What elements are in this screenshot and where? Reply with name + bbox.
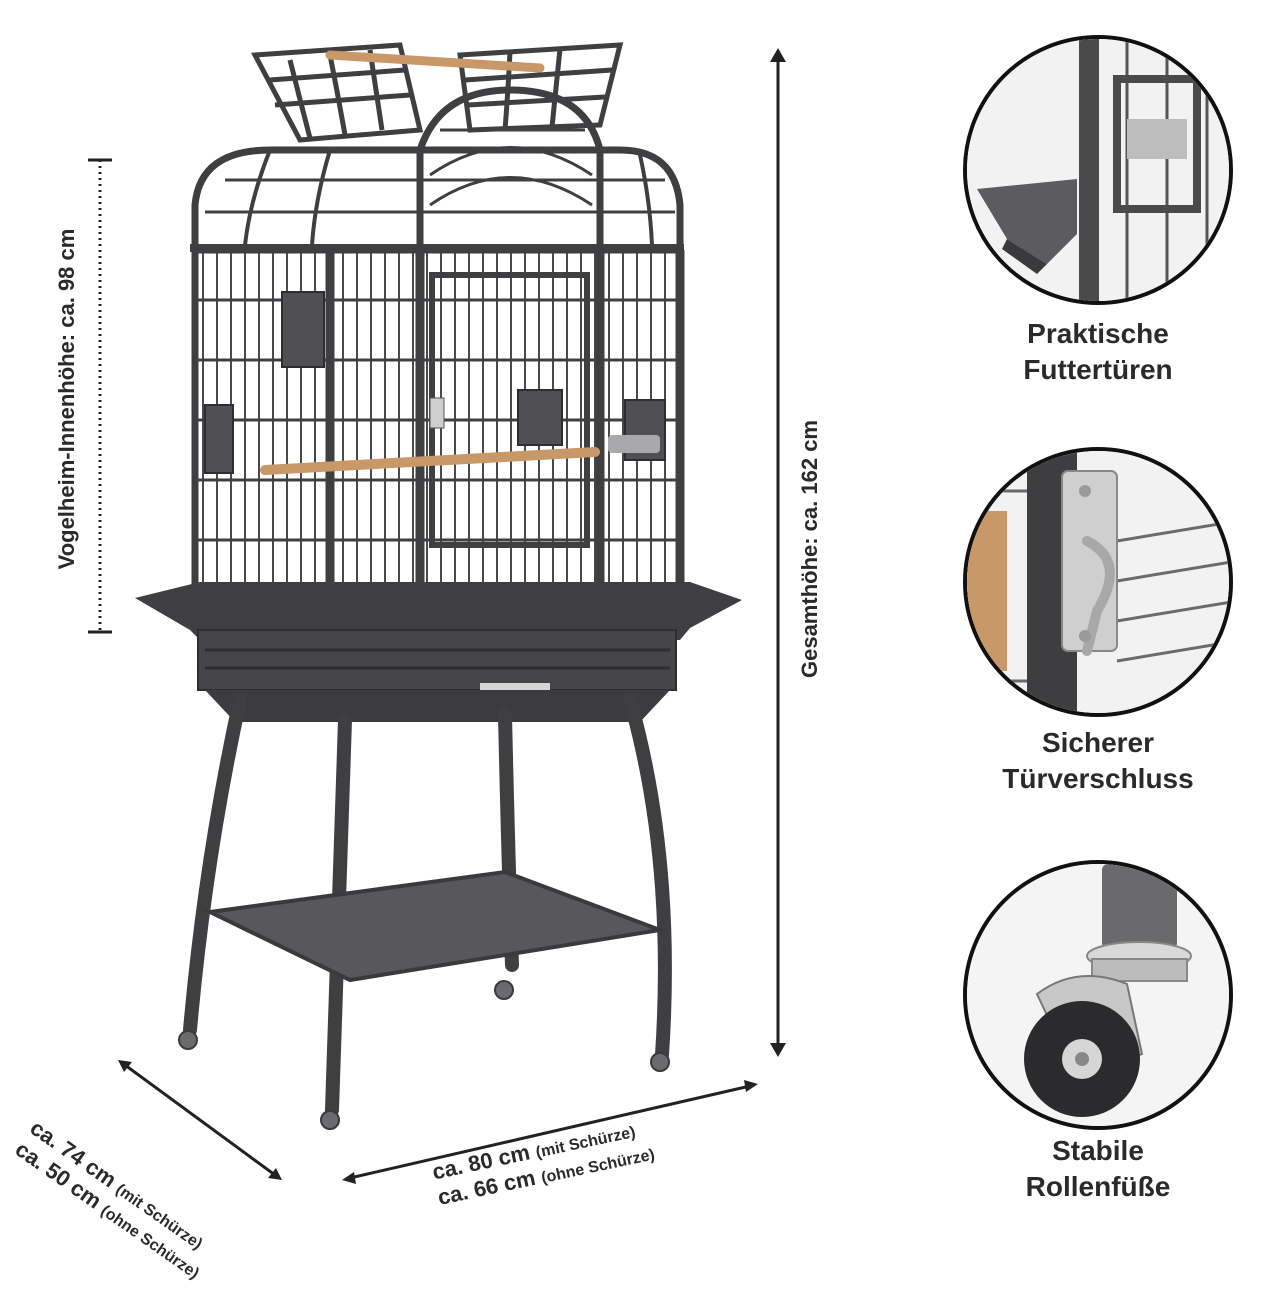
feature-caster-wheels: Stabile Rollenfüße [968, 1133, 1228, 1205]
feature-3-line2: Rollenfüße [1025, 1171, 1171, 1202]
feature-door-latch: Sicherer Türverschluss [968, 725, 1228, 797]
dimension-markers [88, 48, 786, 1184]
door-latch-icon [963, 447, 1233, 717]
feeding-door [281, 291, 325, 368]
total-height-label: Gesamthöhe: ca. 162 cm [797, 420, 822, 679]
feeding-door [517, 389, 563, 446]
feeding-door-icon [963, 35, 1233, 305]
inner-height-label: Vogelheim-Innenhöhe: ca. 98 cm [54, 228, 79, 570]
cage-base [135, 582, 742, 722]
bird-cage-illustration [88, 42, 786, 1184]
feature-1-line2: Futtertüren [1023, 354, 1173, 385]
feature-feeding-doors: Praktische Futtertüren [968, 316, 1228, 388]
top-perch [325, 50, 545, 73]
caster-wheel-icon [963, 860, 1233, 1130]
cage-dome [190, 86, 684, 252]
casters [178, 980, 670, 1130]
feeding-bowl [608, 435, 660, 453]
feature-1-line1: Praktische [1027, 318, 1169, 349]
feature-2-line2: Türverschluss [1002, 763, 1194, 794]
feature-3-line1: Stabile [1052, 1135, 1144, 1166]
door-latch [429, 397, 445, 429]
lower-shelf [203, 869, 668, 983]
perch [260, 447, 600, 475]
product-image: Vogelheim-Innenhöhe: ca. 98 cm Gesamthöh… [11, 35, 1233, 1283]
feature-2-line1: Sicherer [1041, 727, 1155, 758]
feeding-door [204, 404, 234, 474]
